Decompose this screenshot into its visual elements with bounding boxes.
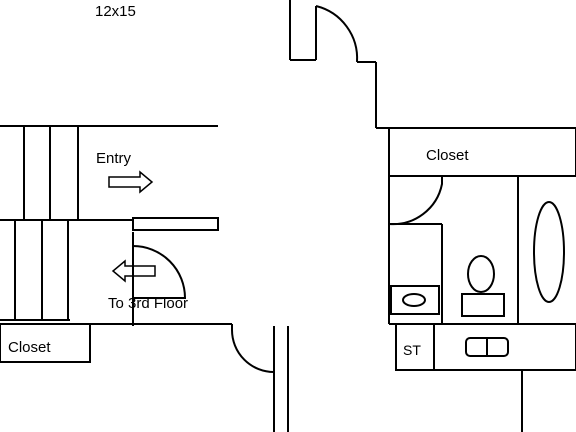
room-size-label: 12x15 <box>95 3 136 20</box>
stairs-lower <box>0 220 70 321</box>
closet-lower-left <box>0 323 91 363</box>
sink <box>390 285 440 315</box>
toilet <box>461 255 505 317</box>
storage-counter <box>395 323 576 371</box>
arrow-left-icon <box>111 259 156 283</box>
door-swing-lower <box>231 329 275 373</box>
door-top <box>289 0 377 128</box>
closet-right-label: Closet <box>426 147 469 164</box>
stairs-up-label: To 3rd Floor <box>108 295 188 312</box>
closet-right <box>388 127 576 177</box>
stairs-upper <box>0 126 133 221</box>
stair-railing <box>132 217 219 231</box>
door-swing-stairs <box>132 245 187 299</box>
closet-left-label: Closet <box>8 339 51 356</box>
bathtub <box>533 201 565 303</box>
storage-label: ST <box>403 342 421 358</box>
arrow-right-icon <box>108 170 154 194</box>
entry-label: Entry <box>96 150 132 167</box>
